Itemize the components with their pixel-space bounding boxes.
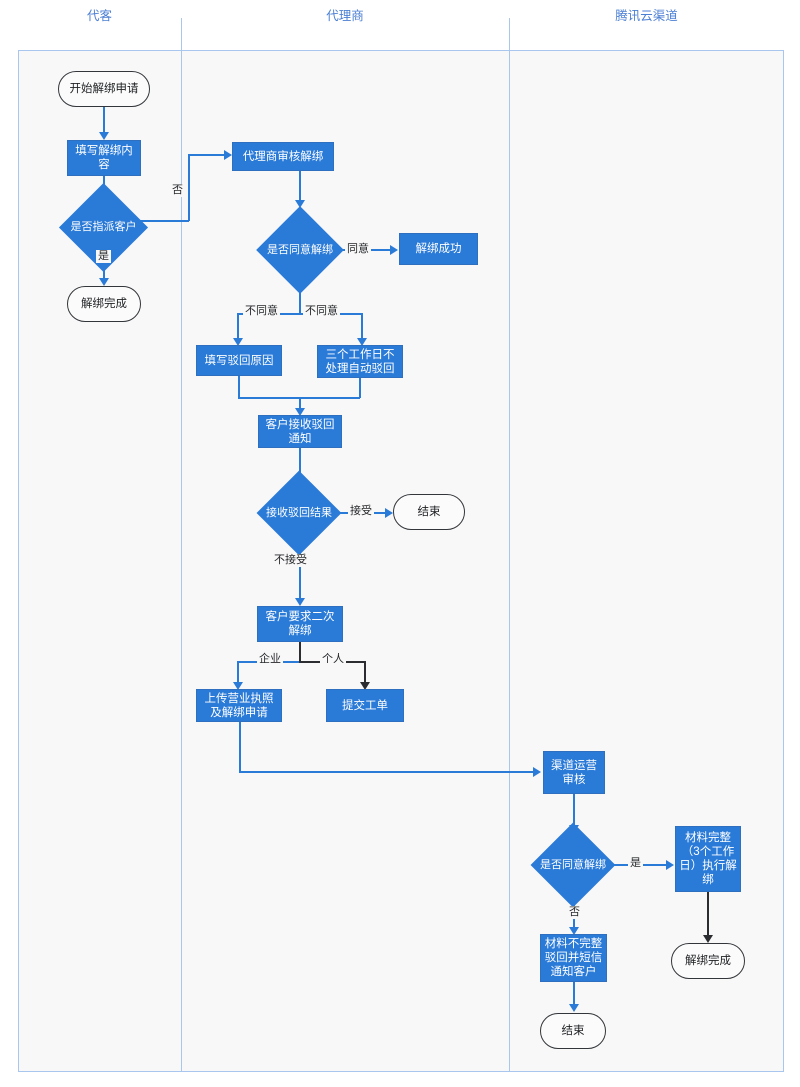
edge-reject-right-down (359, 378, 361, 398)
edge-enterprise-v (237, 661, 239, 685)
edge-label-individual: 个人 (320, 653, 346, 666)
edge-label-channel-no: 否 (567, 906, 582, 919)
edge-start-to-fill (103, 107, 105, 134)
node-channel-agree-unbind-label: 是否同意解绑 (540, 858, 606, 871)
arrow-assign-yes (99, 278, 109, 286)
arrow-assign-no (224, 150, 232, 160)
edge-disagree-stem (299, 281, 301, 314)
node-customer-request-second-unbind[interactable]: 客户要求二次解绑 (257, 606, 343, 642)
arrow-enterprise (233, 682, 243, 690)
lane-header-agent: 代理商 (326, 9, 364, 23)
node-start-unbind-request[interactable]: 开始解绑申请 (58, 71, 150, 107)
edge-notice-to-result (299, 448, 301, 484)
arrow-upload-to-channel (533, 767, 541, 777)
edge-individual-v (364, 661, 366, 685)
node-customer-receive-reject-notice[interactable]: 客户接收驳回通知 (258, 415, 342, 448)
edge-label-enterprise: 企业 (257, 653, 283, 666)
node-material-complete-execute[interactable]: 材料完整（3个工作日）执行解绑 (675, 826, 741, 892)
node-fill-unbind-content[interactable]: 填写解绑内容 (67, 140, 141, 176)
edge-disagree-split (237, 313, 363, 315)
edge-assign-no-h1 (135, 220, 189, 222)
edge-assign-no-h2 (188, 154, 226, 156)
node-material-incomplete-reject-sms[interactable]: 材料不完整驳回并短信通知客户 (540, 934, 607, 982)
lane-header-tencent: 腾讯云渠道 (615, 9, 678, 23)
edge-incomplete-to-end (573, 982, 575, 1008)
node-unbind-complete-left[interactable]: 解绑完成 (67, 286, 141, 322)
arrow-individual (360, 682, 370, 690)
node-receive-reject-result-label: 接收驳回结果 (266, 506, 332, 519)
lane-divider-1 (181, 18, 182, 1072)
edge-label-accept: 接受 (348, 505, 374, 518)
node-unbind-complete-right[interactable]: 解绑完成 (671, 943, 745, 979)
arrow-incomplete-to-end (569, 1004, 579, 1012)
arrow-material-complete-down (703, 935, 713, 943)
edge-not-accept (299, 543, 301, 603)
arrow-agree-yes (390, 245, 398, 255)
node-auto-reject-three-days[interactable]: 三个工作日不处理自动驳回 (317, 345, 403, 378)
edge-disagree-left-v (237, 313, 239, 342)
edge-label-channel-yes: 是 (628, 857, 643, 870)
node-upload-license-and-application[interactable]: 上传营业执照及解绑申请 (196, 689, 282, 722)
edge-reject-left-down (238, 376, 240, 398)
arrow-agent-review-to-agree (295, 200, 305, 208)
swimlane-header-row (18, 18, 784, 51)
arrow-disagree-left (233, 338, 243, 346)
arrow-not-accept (295, 598, 305, 606)
node-assign-customer-decision-label: 是否指派客户 (70, 221, 137, 233)
edge-label-not-accept: 不接受 (272, 554, 309, 567)
node-agent-review-unbind[interactable]: 代理商审核解绑 (232, 142, 334, 171)
edge-upload-down (239, 722, 241, 773)
node-end-after-reject[interactable]: 结束 (540, 1013, 606, 1049)
edge-channel-review-to-decision (573, 794, 575, 829)
node-end-after-accept[interactable]: 结束 (393, 494, 465, 530)
lane-divider-2 (509, 18, 510, 1072)
swimlane-frame (18, 18, 784, 1072)
edge-reject-merge-down (299, 397, 301, 412)
edge-label-assign-no: 否 (170, 184, 185, 197)
edge-second-unbind-stem (299, 642, 301, 662)
edge-assign-yes (103, 259, 105, 280)
arrow-reject-merge (295, 408, 305, 416)
lane-header-customer: 代客 (86, 9, 112, 23)
arrow-channel-yes (666, 860, 674, 870)
node-agree-unbind-decision-label: 是否同意解绑 (267, 243, 333, 256)
edge-agent-review-to-agree (299, 171, 301, 203)
node-unbind-success[interactable]: 解绑成功 (399, 233, 478, 265)
edge-upload-right (239, 771, 535, 773)
node-submit-ticket[interactable]: 提交工单 (326, 689, 404, 722)
edge-label-disagree-left: 不同意 (243, 305, 280, 318)
arrow-disagree-right (357, 338, 367, 346)
arrow-start-to-fill (99, 132, 109, 140)
edge-label-agree: 同意 (345, 243, 371, 256)
arrow-channel-no (569, 927, 579, 935)
edge-disagree-right-v (361, 313, 363, 342)
edge-assign-no-v (188, 154, 190, 221)
edge-label-disagree-right: 不同意 (303, 305, 340, 318)
edge-label-assign-yes: 是 (96, 250, 111, 263)
arrow-accept (385, 508, 393, 518)
node-channel-ops-review[interactable]: 渠道运营审核 (543, 751, 605, 794)
edge-material-complete-down (707, 892, 709, 939)
node-fill-reject-reason[interactable]: 填写驳回原因 (196, 345, 282, 376)
